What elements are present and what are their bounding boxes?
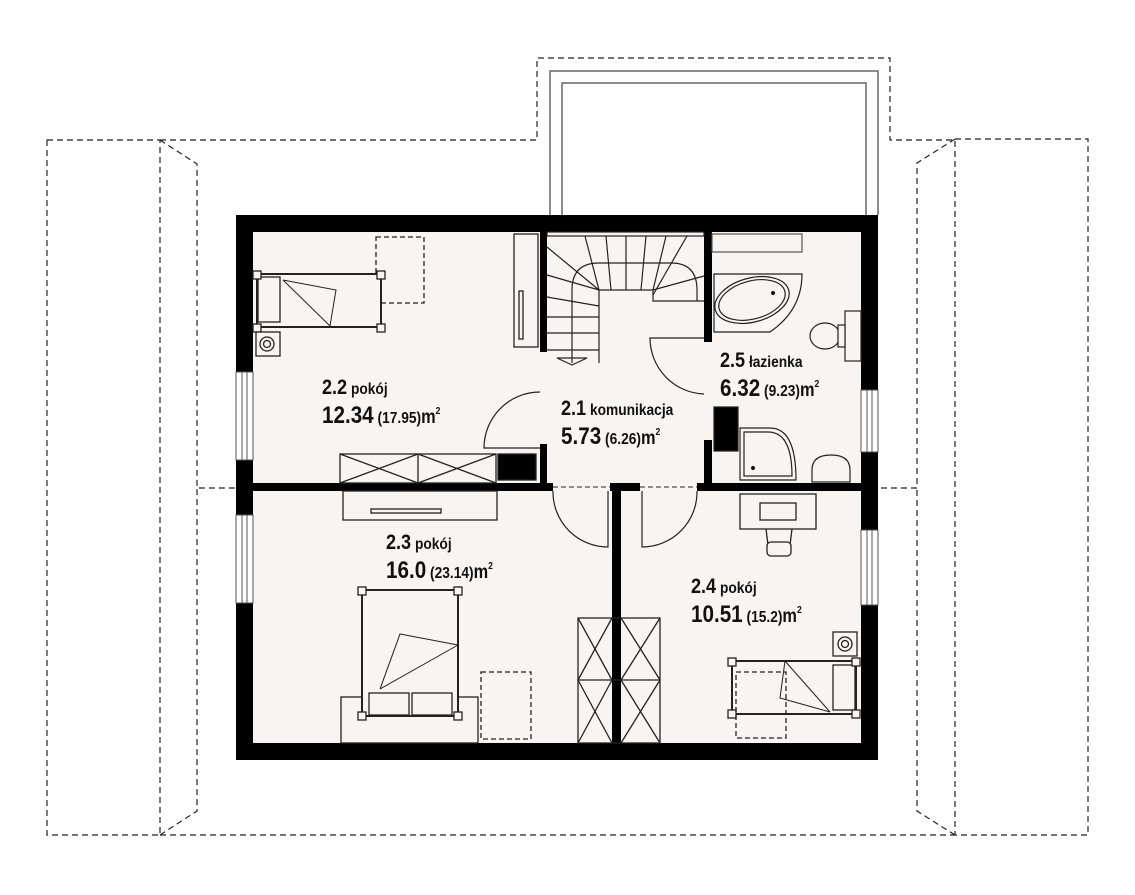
area-exponent: 2 xyxy=(435,406,441,417)
room-name: komunikacja xyxy=(589,402,674,419)
area-unit: m xyxy=(782,606,797,627)
room-2-3-furniture xyxy=(340,490,661,744)
area-unit: m xyxy=(421,407,436,428)
room-2-4-furniture xyxy=(727,493,861,739)
room-label-2-5: 2.5 łazienka 6.32 (9.23)m2 xyxy=(720,350,819,407)
room-name: pokój xyxy=(719,580,757,597)
room-name: łazienka xyxy=(748,354,803,371)
room-2-2-furniture xyxy=(252,233,539,484)
exterior-walls xyxy=(236,215,878,760)
room-net-area: 5.73 xyxy=(561,423,602,450)
balcony xyxy=(549,70,879,215)
room-gross-area: (17.95) xyxy=(377,410,422,427)
area-exponent: 2 xyxy=(814,379,820,390)
room-number: 2.4 xyxy=(691,575,717,598)
room-net-area: 12.34 xyxy=(322,402,374,429)
door-swings xyxy=(483,337,705,548)
room-net-area: 10.51 xyxy=(691,601,743,628)
room-label-2-3: 2.3 pokój 16.0 (23.14)m2 xyxy=(386,532,493,589)
room-gross-area: (9.23) xyxy=(764,383,800,400)
staircase xyxy=(546,231,705,366)
room-label-2-1: 2.1 komunikacja 5.73 (6.26)m2 xyxy=(561,398,673,455)
room-gross-area: (23.14) xyxy=(430,565,474,582)
area-unit: m xyxy=(640,428,656,449)
room-gross-area: (6.26) xyxy=(605,431,641,448)
area-unit: m xyxy=(799,380,815,401)
windows xyxy=(235,371,879,606)
room-number: 2.3 xyxy=(386,531,412,554)
room-label-2-2: 2.2 pokój 12.34 (17.95)m2 xyxy=(322,377,440,434)
room-label-2-4: 2.4 pokój 10.51 (15.2)m2 xyxy=(691,576,802,633)
room-name: pokój xyxy=(414,536,452,553)
roof-outline xyxy=(46,57,1089,836)
room-gross-area: (15.2) xyxy=(746,609,783,626)
room-number: 2.2 xyxy=(322,376,348,399)
room-number: 2.5 xyxy=(720,349,746,372)
room-net-area: 6.32 xyxy=(720,375,761,402)
room-2-5-fixtures xyxy=(711,233,862,483)
room-number: 2.1 xyxy=(561,397,587,420)
room-name: pokój xyxy=(350,381,388,398)
area-exponent: 2 xyxy=(488,561,493,572)
area-unit: m xyxy=(473,562,489,583)
area-exponent: 2 xyxy=(796,605,802,616)
room-net-area: 16.0 xyxy=(386,557,427,584)
interior-walls xyxy=(253,232,861,743)
area-exponent: 2 xyxy=(655,427,661,438)
